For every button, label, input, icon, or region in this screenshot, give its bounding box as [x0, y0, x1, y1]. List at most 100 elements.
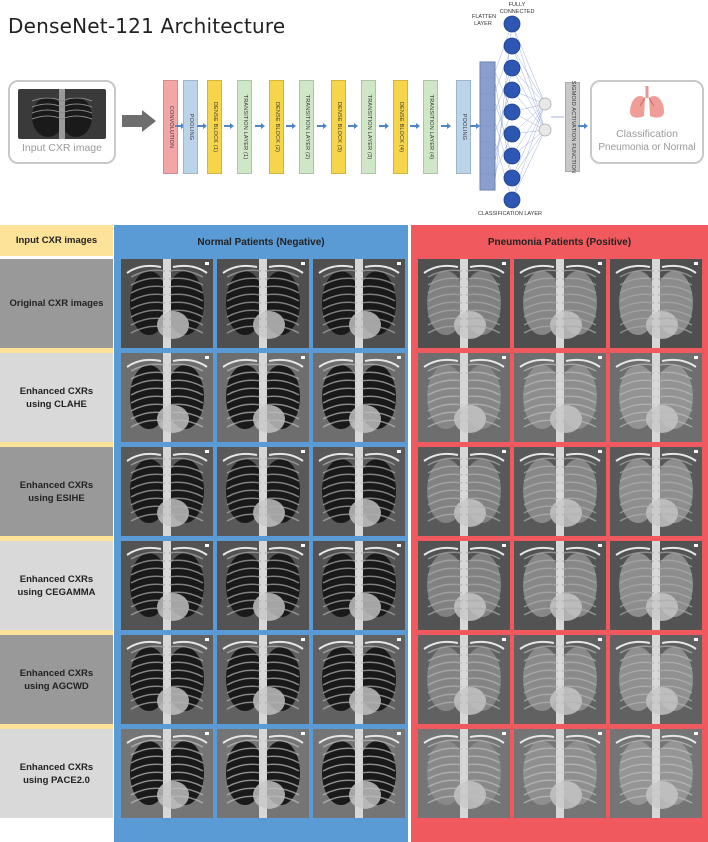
- normal-xray: [121, 729, 213, 818]
- normal-xray: [313, 353, 405, 442]
- flow-arrow: [285, 123, 296, 129]
- pneumonia-xray: [514, 353, 606, 442]
- lungs-icon: [630, 86, 664, 118]
- corner-header: Input CXR images: [0, 225, 113, 256]
- row-label-text: Original CXR images: [9, 298, 104, 309]
- layer-label: DENSE BLOCK (1): [211, 101, 218, 153]
- pneumonia-xray: [610, 353, 702, 442]
- row-label-text: Enhanced CXRs using ESIHE: [19, 479, 94, 504]
- row-label: Enhanced CXRs using CLAHE: [0, 353, 113, 442]
- normal-xray: [121, 541, 213, 630]
- flow-arrow: [441, 123, 451, 129]
- flow-arrow: [316, 123, 327, 129]
- row-label: Original CXR images: [0, 259, 113, 348]
- layer-block: DENSE BLOCK (2): [269, 80, 284, 174]
- pneumonia-xray: [418, 447, 510, 536]
- pneumonia-xray: [514, 259, 606, 348]
- pneumonia-xray: [514, 635, 606, 724]
- sigmoid-label: SIGMOID ACTIVATION FUNCTION: [569, 80, 576, 174]
- pneumonia-xray: [418, 353, 510, 442]
- normal-xray: [217, 447, 309, 536]
- cxr-comparison-table: Input CXR images Normal Patients (Negati…: [0, 225, 708, 842]
- row-separator: [0, 348, 113, 353]
- row-separator: [0, 630, 113, 635]
- normal-xray: [121, 259, 213, 348]
- row-separator: [0, 442, 113, 447]
- row-label-text: Enhanced CXRs using PACE2.0: [19, 761, 94, 786]
- normal-xray: [313, 729, 405, 818]
- normal-xray: [313, 259, 405, 348]
- layer-label: CONVOLUTION: [167, 105, 174, 149]
- flow-arrow: [254, 123, 265, 129]
- arrow-to-output: [578, 123, 588, 129]
- normal-xray: [217, 541, 309, 630]
- normal-xray: [217, 635, 309, 724]
- normal-xray: [121, 635, 213, 724]
- layer-label: DENSE BLOCK (4): [397, 101, 404, 153]
- input-cxr-thumbnail: [18, 89, 106, 139]
- row-label: Enhanced CXRs using ESIHE: [0, 447, 113, 536]
- pneumonia-xray: [514, 729, 606, 818]
- pneumonia-xray: [610, 635, 702, 724]
- classification-network: [479, 15, 564, 209]
- normal-xray: [121, 447, 213, 536]
- pneumonia-xray: [610, 259, 702, 348]
- big-arrow: [122, 110, 156, 132]
- layer-label: DENSE BLOCK (2): [273, 101, 280, 153]
- pneumonia-xray: [418, 259, 510, 348]
- flow-arrow: [174, 123, 185, 129]
- pneumonia-xray: [418, 541, 510, 630]
- normal-xray: [121, 353, 213, 442]
- flow-arrow: [378, 123, 389, 129]
- normal-xray: [217, 353, 309, 442]
- layer-label: POOLING: [187, 113, 194, 141]
- layer-block: DENSE BLOCK (3): [331, 80, 346, 174]
- row-separator: [0, 724, 113, 729]
- flow-arrow: [469, 123, 480, 129]
- input-image-box: Input CXR image: [8, 80, 116, 164]
- row-label: Enhanced CXRs using CEGAMMA: [0, 541, 113, 630]
- output-caption-line1: Classification: [616, 128, 678, 140]
- flow-arrow: [347, 123, 358, 129]
- classification-layer-label: CLASSIFICATION LAYER: [478, 211, 542, 217]
- layer-block: DENSE BLOCK (1): [207, 80, 222, 174]
- layer-label: POOLING: [460, 113, 467, 141]
- pneumonia-xray: [610, 729, 702, 818]
- layer-label: TRANSITION LAYER (3): [365, 94, 372, 160]
- fully-connected-label: FULLY CONNECTED: [499, 2, 535, 15]
- layer-label: TRANSITION LAYER (2): [303, 94, 310, 160]
- normal-xray: [313, 635, 405, 724]
- output-box: Classification Pneumonia or Normal: [590, 80, 704, 164]
- layer-label: DENSE BLOCK (3): [335, 101, 342, 153]
- normal-xray: [313, 541, 405, 630]
- pneumonia-xray: [418, 635, 510, 724]
- pneumonia-xray: [514, 447, 606, 536]
- flow-arrow: [196, 123, 207, 129]
- pneumonia-xray: [418, 729, 510, 818]
- output-caption-line2: Pneumonia or Normal: [598, 142, 696, 153]
- row-label: Enhanced CXRs using AGCWD: [0, 635, 113, 724]
- flow-arrow: [223, 123, 234, 129]
- layer-label: TRANSITION LAYER (4): [427, 94, 434, 160]
- layer-block: TRANSITION LAYER (4): [423, 80, 438, 174]
- layer-label: TRANSITION LAYER (1): [241, 94, 248, 160]
- pneumonia-xray: [610, 447, 702, 536]
- flatten-layer-label: FLATTEN LAYER: [472, 14, 497, 27]
- architecture-diagram: DenseNet-121 Architecture Input CXR imag…: [0, 0, 708, 225]
- flow-arrow: [409, 123, 420, 129]
- pneumonia-xray: [610, 541, 702, 630]
- normal-xray: [217, 259, 309, 348]
- row-separator: [0, 536, 113, 541]
- pneumonia-xray: [514, 541, 606, 630]
- input-caption: Input CXR image: [22, 142, 102, 154]
- layer-block: DENSE BLOCK (4): [393, 80, 408, 174]
- row-label-text: Enhanced CXRs using AGCWD: [19, 667, 94, 692]
- layer-block: TRANSITION LAYER (2): [299, 80, 314, 174]
- normal-xray: [313, 447, 405, 536]
- layer-block: TRANSITION LAYER (3): [361, 80, 376, 174]
- diagram-title: DenseNet-121 Architecture: [8, 14, 286, 38]
- row-label-text: Enhanced CXRs using CEGAMMA: [17, 573, 96, 598]
- row-label: Enhanced CXRs using PACE2.0: [0, 729, 113, 818]
- normal-xray: [217, 729, 309, 818]
- row-label-text: Enhanced CXRs using CLAHE: [19, 385, 94, 410]
